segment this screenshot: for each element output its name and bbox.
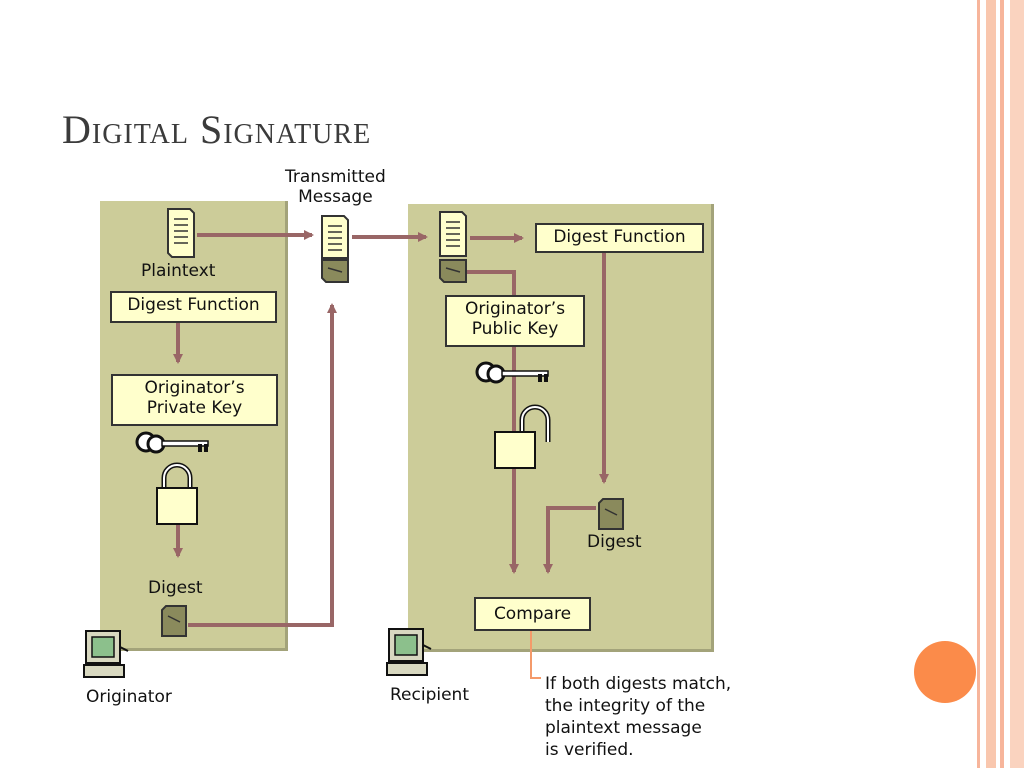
originator-digest-icon <box>161 605 187 637</box>
closed-lock-icon <box>156 462 198 525</box>
recipient-digest-function-box: Digest Function <box>535 223 704 253</box>
compare-box: Compare <box>474 597 591 631</box>
recipient-computer-label: Recipient <box>390 685 469 705</box>
plaintext-document-icon <box>167 208 195 258</box>
slide-title: Digital Signature <box>62 107 372 152</box>
originator-computer-icon <box>83 630 129 678</box>
plaintext-label: Plaintext <box>141 261 216 281</box>
transmitted-message-icon <box>321 215 349 283</box>
originator-digest-label: Digest <box>148 578 203 598</box>
originator-panel <box>100 201 288 651</box>
accent-circle <box>914 641 976 703</box>
private-key-box: Originator’s Private Key <box>111 374 278 426</box>
recipient-computer-icon <box>386 628 432 676</box>
right-border-stripe-2 <box>986 0 996 768</box>
public-key-box: Originator’s Public Key <box>445 295 585 347</box>
right-border-stripe-3 <box>1000 0 1004 768</box>
right-border-stripe-4 <box>1010 0 1024 768</box>
recipient-digest-label: Digest <box>587 532 642 552</box>
transmitted-message-label: Transmitted Message <box>285 167 386 207</box>
open-lock-icon <box>494 404 551 469</box>
verification-note: If both digests match, the integrity of … <box>545 674 732 760</box>
originator-digest-function-box: Digest Function <box>110 291 277 323</box>
right-border-stripe-1 <box>977 0 980 768</box>
private-key-icon <box>135 431 209 454</box>
public-key-icon <box>475 361 549 384</box>
recipient-digest-icon <box>598 498 624 530</box>
received-message-icon <box>439 211 467 283</box>
originator-computer-label: Originator <box>86 687 172 707</box>
